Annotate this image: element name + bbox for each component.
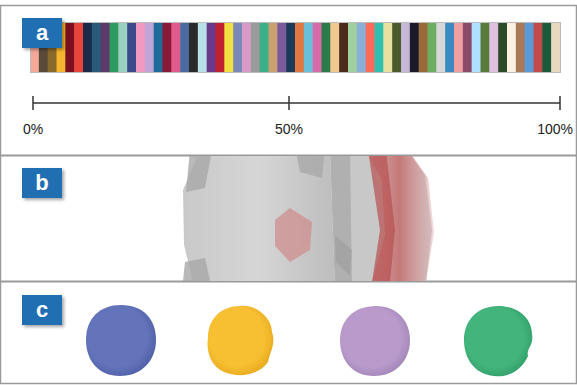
segmented-volume <box>182 156 434 281</box>
color-stripe <box>516 22 525 73</box>
color-stripe <box>189 22 198 73</box>
panel-letter: b <box>35 170 48 196</box>
color-stripe <box>118 22 127 73</box>
panel-label: c <box>22 295 62 325</box>
color-stripe <box>489 22 498 73</box>
color-blobs <box>86 305 532 376</box>
color-bar <box>30 22 561 73</box>
color-stripe <box>304 22 313 73</box>
color-stripe <box>348 22 357 73</box>
scale-label: 50% <box>275 121 303 137</box>
color-stripe <box>216 22 225 73</box>
color-stripe <box>313 22 322 73</box>
color-stripe <box>419 22 428 73</box>
color-stripe <box>401 22 410 73</box>
color-stripe <box>330 22 339 73</box>
color-stripe <box>74 22 83 73</box>
color-stripe <box>366 22 375 73</box>
color-stripe <box>92 22 101 73</box>
color-stripe <box>277 22 286 73</box>
scale-label: 0% <box>23 121 43 137</box>
panel-letter: a <box>36 20 48 46</box>
color-stripe <box>136 22 145 73</box>
scale-label: 100% <box>537 121 573 137</box>
color-stripe <box>198 22 207 73</box>
color-stripe <box>163 22 172 73</box>
color-stripe <box>145 22 154 73</box>
color-stripe <box>472 22 481 73</box>
panel-frame <box>1 6 577 384</box>
color-stripe <box>375 22 384 73</box>
color-stripe <box>286 22 295 73</box>
color-stripe <box>251 22 260 73</box>
color-stripe <box>383 22 392 73</box>
color-stripe <box>224 22 233 73</box>
color-stripe <box>180 22 189 73</box>
color-stripe <box>295 22 304 73</box>
scale-axis <box>33 96 560 110</box>
color-stripe <box>445 22 454 73</box>
color-stripe <box>269 22 278 73</box>
color-stripe <box>260 22 269 73</box>
color-stripe <box>154 22 163 73</box>
color-stripe <box>498 22 507 73</box>
color-stripe <box>542 22 551 73</box>
color-stripe <box>233 22 242 73</box>
panel-label: b <box>22 168 62 198</box>
color-stripe <box>392 22 401 73</box>
color-stripe <box>110 22 119 73</box>
color-stripe <box>463 22 472 73</box>
color-stripe <box>207 22 216 73</box>
color-stripe <box>101 22 110 73</box>
color-stripe <box>322 22 331 73</box>
color-stripe <box>171 22 180 73</box>
color-stripe <box>65 22 74 73</box>
panel-label: a <box>22 18 62 48</box>
color-stripe <box>481 22 490 73</box>
color-stripe <box>339 22 348 73</box>
color-stripe <box>551 22 560 73</box>
color-stripe <box>127 22 136 73</box>
color-stripe <box>428 22 437 73</box>
color-stripe <box>242 22 251 73</box>
color-stripe <box>83 22 92 73</box>
color-stripe <box>534 22 543 73</box>
color-stripe <box>525 22 534 73</box>
color-stripe <box>410 22 419 73</box>
color-stripe <box>507 22 516 73</box>
color-stripe <box>357 22 366 73</box>
color-stripe <box>454 22 463 73</box>
color-stripe <box>436 22 445 73</box>
panel-letter: c <box>36 297 48 323</box>
color-bar-border <box>31 23 561 73</box>
